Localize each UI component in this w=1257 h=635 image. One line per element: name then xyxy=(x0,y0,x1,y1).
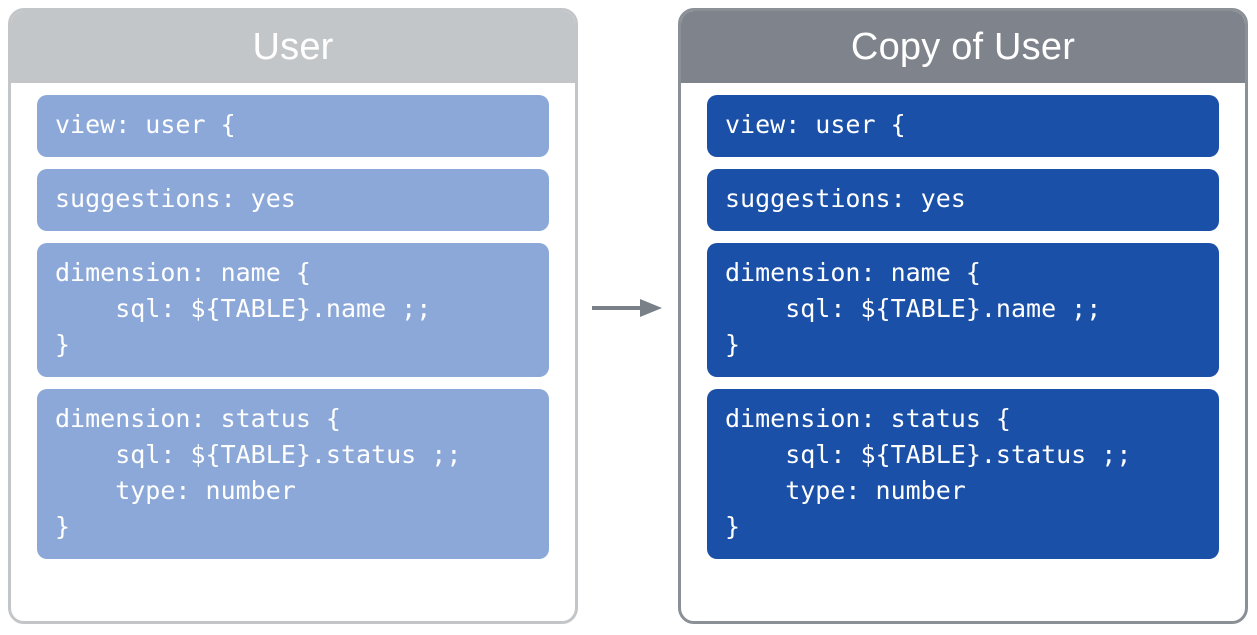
panel-source-user: User view: user { suggestions: yes dimen… xyxy=(8,8,578,624)
panel-copy-of-user: Copy of User view: user { suggestions: y… xyxy=(678,8,1248,624)
panel-source-title: User xyxy=(11,11,575,83)
code-block-suggestions-parameter: suggestions: yes xyxy=(37,169,549,231)
panel-copy-body: view: user { suggestions: yes dimension:… xyxy=(681,83,1245,559)
panel-copy-title: Copy of User xyxy=(681,11,1245,83)
code-block-dimension-status: dimension: status { sql: ${TABLE}.status… xyxy=(707,389,1219,559)
code-block-view-declaration: view: user { xyxy=(707,95,1219,157)
arrow-right-icon xyxy=(592,299,662,317)
code-block-dimension-name: dimension: name { sql: ${TABLE}.name ;; … xyxy=(37,243,549,377)
code-block-dimension-name: dimension: name { sql: ${TABLE}.name ;; … xyxy=(707,243,1219,377)
code-block-suggestions-parameter: suggestions: yes xyxy=(707,169,1219,231)
code-block-dimension-status: dimension: status { sql: ${TABLE}.status… xyxy=(37,389,549,559)
panel-source-body: view: user { suggestions: yes dimension:… xyxy=(11,83,575,559)
code-block-view-declaration: view: user { xyxy=(37,95,549,157)
